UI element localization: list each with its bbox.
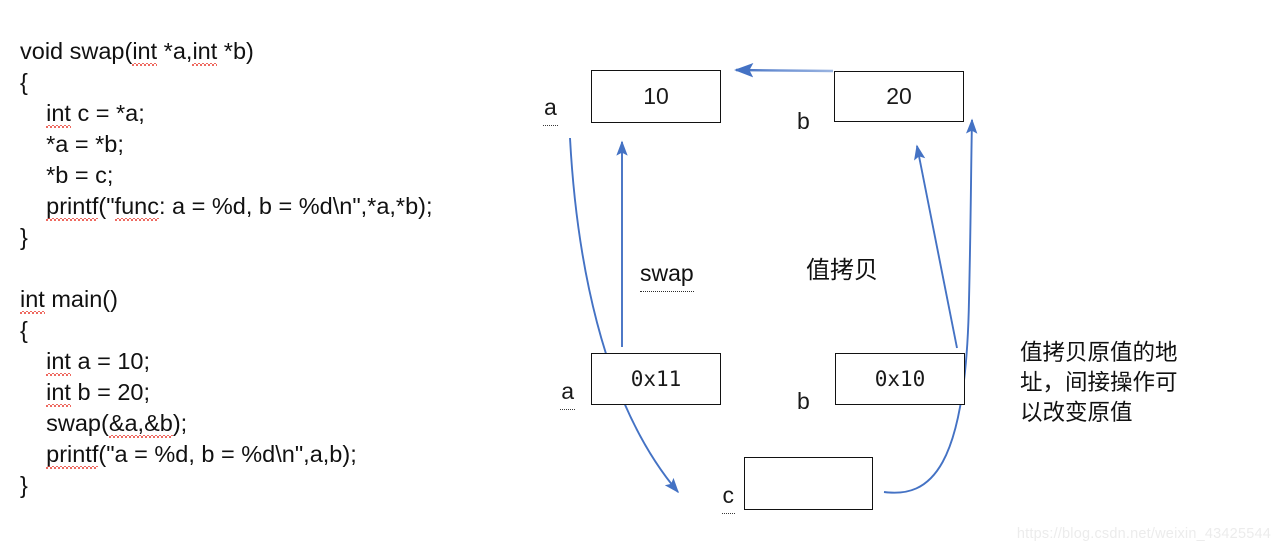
code-line: int a = 10;	[20, 346, 490, 377]
code-line: swap(&a,&b);	[20, 408, 490, 439]
annotation-value-copy: 值拷贝	[806, 256, 878, 284]
box-b-value: 20	[834, 71, 964, 122]
code-line: int b = 20;	[20, 377, 490, 408]
label-b-bottom: b	[797, 388, 810, 414]
arrow-b-to-a	[734, 62, 834, 78]
box-a-addr: 0x11	[591, 353, 721, 405]
code-line: }	[20, 472, 28, 498]
code-line: *b = c;	[20, 162, 114, 188]
code-block: void swap(int *a,int *b) { int c = *a; *…	[20, 36, 490, 501]
arrow-addr-b-up	[914, 144, 958, 349]
code-line: int main()	[20, 284, 490, 315]
code-line: printf("a = %d, b = %d\n",a,b);	[20, 439, 490, 470]
label-a-bottom: a	[561, 378, 575, 404]
box-b-addr: 0x10	[835, 353, 965, 405]
box-a-value: 10	[591, 70, 721, 123]
label-a-top: a	[544, 94, 557, 120]
annotation-note: 值拷贝原值的地址，间接操作可以改变原值	[1020, 340, 1178, 426]
annotation-swap: swap	[640, 260, 694, 292]
code-line: int c = *a;	[20, 98, 490, 129]
label-c: c	[722, 482, 735, 508]
box-c-temp	[744, 457, 873, 510]
code-line: printf("func: a = %d, b = %d\n",*a,*b);	[20, 191, 490, 222]
code-line: void swap(int *a,int *b)	[20, 36, 490, 67]
code-line: *a = *b;	[20, 131, 124, 157]
code-line: {	[20, 69, 28, 95]
watermark: https://blog.csdn.net/weixin_43425544	[1016, 526, 1271, 542]
label-b-top: b	[797, 108, 810, 134]
arrow-a-to-c	[569, 137, 679, 494]
code-line: {	[20, 317, 28, 343]
arrow-c-to-b	[883, 118, 978, 494]
code-line: }	[20, 224, 28, 250]
